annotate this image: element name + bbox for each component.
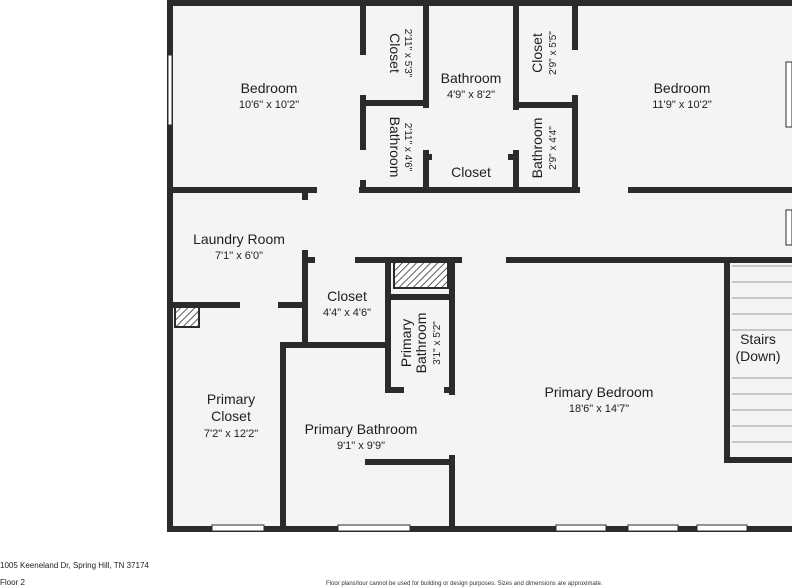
room-dims-primary-closet: 7'2" x 12'2": [204, 428, 258, 440]
room-dims-closet-mid: 4'4" x 4'6": [323, 307, 371, 319]
room-name-closet-upper-right: Closet: [529, 33, 545, 73]
chase-hatch-upper: [393, 261, 449, 289]
room-name-bedroom-right: Bedroom: [654, 80, 711, 96]
chase-hatch-left: [174, 306, 200, 328]
room-dims-laundry: 7'1" x 6'0": [215, 250, 263, 262]
room-name-primary-bath-small-2: Bathroom: [413, 313, 429, 374]
room-dims-bedroom-right: 11'9" x 10'2": [652, 99, 712, 111]
room-name-closet-mid: Closet: [327, 288, 367, 304]
room-name-bedroom-left: Bedroom: [241, 80, 298, 96]
room-name-primary-bedroom: Primary Bedroom: [545, 384, 654, 400]
floor-area: [170, 2, 792, 529]
room-dims-primary-bedroom: 18'6" x 14'7": [569, 403, 629, 415]
room-name-closet-upper-left: Closet: [387, 33, 403, 73]
room-name-laundry: Laundry Room: [193, 231, 285, 247]
room-name-stairs-1: Stairs: [740, 331, 776, 347]
room-name-primary-bath-small-1: Primary: [398, 319, 414, 367]
room-dims-primary-bathroom: 9'1" x 9'9": [337, 440, 385, 452]
room-dims-bathroom-left-small: 2'11" x 4'6": [402, 123, 413, 172]
door-openings: [240, 50, 628, 455]
room-name-bathroom-center: Bathroom: [441, 70, 502, 86]
room-dims-bathroom-right-small: 2'9" x 4'4": [548, 126, 559, 170]
room-name-primary-closet-1: Primary: [207, 391, 255, 407]
room-dims-bedroom-left: 10'6" x 10'2": [239, 99, 299, 111]
room-name-primary-bathroom: Primary Bathroom: [305, 421, 418, 437]
room-name-primary-closet-2: Closet: [211, 408, 251, 424]
windows: [167, 54, 792, 532]
room-name-closet-hall: Closet: [451, 164, 491, 180]
room-dims-closet-upper-left: 2'11" x 5'3": [402, 29, 413, 78]
floor-label: Floor 2: [0, 578, 25, 587]
room-dims-primary-bath-small: 3'1" x 5'2": [432, 321, 443, 365]
disclaimer-text: Floor plans/tour cannot be used for buil…: [326, 581, 603, 587]
room-name-bathroom-right-small: Bathroom: [529, 118, 545, 179]
room-dims-closet-upper-right: 2'9" x 5'5": [548, 31, 559, 75]
stair-treads: [732, 265, 792, 443]
property-address: 1005 Keeneland Dr, Spring Hill, TN 37174: [0, 561, 149, 570]
room-name-bathroom-left-small: Bathroom: [387, 117, 403, 178]
stairs-label-bg: [732, 333, 786, 367]
room-dims-bathroom-center: 4'9" x 8'2": [447, 89, 495, 101]
room-name-stairs-2: (Down): [735, 348, 780, 364]
